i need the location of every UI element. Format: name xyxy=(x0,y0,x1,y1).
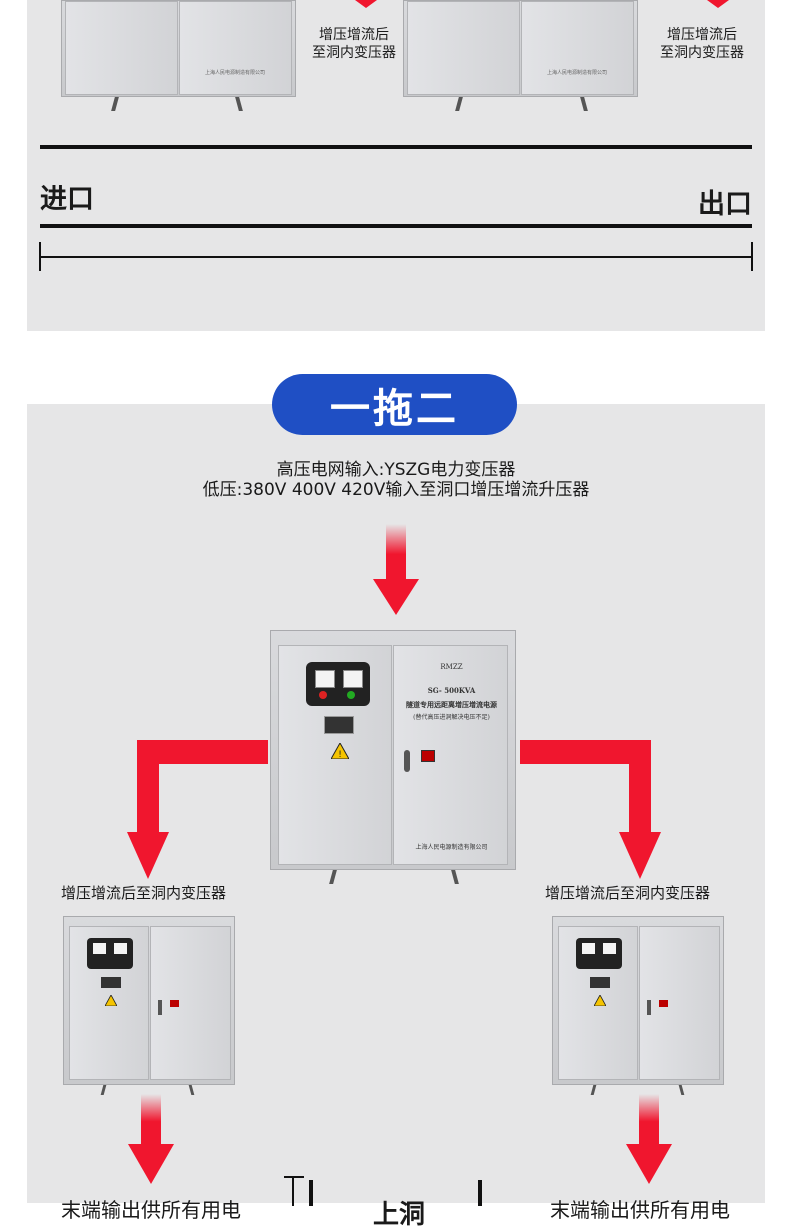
door-handle-icon xyxy=(647,1000,651,1015)
arrow-elbow-icon xyxy=(127,740,268,879)
tunnel-top-line xyxy=(40,145,752,149)
meter-icon xyxy=(582,943,595,954)
cabinet-leg xyxy=(329,870,337,884)
cabinet-left-door: ! xyxy=(278,645,392,865)
intro-line-2: 低压:380V 400V 420V输入至洞口增压增流升压器 xyxy=(202,480,590,500)
bottom-divider-bar xyxy=(292,1176,294,1206)
door-handle-icon xyxy=(158,1000,162,1015)
cabinet-leg xyxy=(455,97,463,111)
section-badge: 一拖二 xyxy=(272,374,517,435)
cabinet-brand: RMZZ xyxy=(440,663,463,671)
bottom-divider-bar xyxy=(309,1180,313,1206)
warning-icon: ! xyxy=(331,743,349,759)
bottom-right-text: 末端输出供所有用电 xyxy=(550,1198,730,1222)
nameplate xyxy=(324,716,354,734)
cabinet-subtitle: (替代高压进洞解决电压不足) xyxy=(413,714,490,721)
cabinet-top-left: 上海人民电源制造有限公司 xyxy=(61,0,296,97)
meter-icon xyxy=(343,670,363,688)
label-entrance: 进口 xyxy=(40,184,94,215)
lock-plate xyxy=(170,1000,179,1007)
nameplate xyxy=(101,977,121,988)
cabinet-leg xyxy=(188,1085,195,1095)
indicator-light-red xyxy=(319,691,327,699)
cabinet-leg xyxy=(100,1085,107,1095)
cabinet-maker-label: 上海人民电源制造有限公司 xyxy=(205,70,266,76)
cabinet-leg xyxy=(590,1085,597,1095)
warning-icon xyxy=(594,995,606,1006)
meter-panel xyxy=(87,938,133,969)
svg-text:!: ! xyxy=(338,750,342,759)
intro-text: 高压电网输入:YSZG电力变压器 低压:380V 400V 420V输入至洞口增… xyxy=(27,460,765,500)
main-panel: 高压电网输入:YSZG电力变压器 低压:380V 400V 420V输入至洞口增… xyxy=(27,404,765,1230)
badge-label: 一拖二 xyxy=(330,385,459,432)
meter-icon xyxy=(93,943,106,954)
lock-plate xyxy=(421,750,435,762)
meter-icon xyxy=(315,670,335,688)
caption-top-right: 增压增流后 至洞内变压器 xyxy=(660,27,744,61)
cabinet-model: SG- 500KVA xyxy=(427,686,476,695)
cabinet-leg xyxy=(451,870,459,884)
tunnel-bottom-line xyxy=(40,224,752,228)
bottom-center-text: 上洞 xyxy=(373,1200,426,1230)
cabinet-leg xyxy=(111,97,119,111)
cabinet-maker-label: 上海人民电源制造有限公司 xyxy=(415,844,488,851)
arrow-down-icon xyxy=(707,0,729,8)
lock-plate xyxy=(659,1000,668,1007)
meter-icon xyxy=(603,943,616,954)
meter-panel xyxy=(306,662,370,706)
dimension-tick-left xyxy=(39,242,41,271)
top-panel: 上海人民电源制造有限公司 增压增流后 至洞内变压器 上海人民电源制造有限公司 增… xyxy=(27,0,765,331)
cabinet-maker-label: 上海人民电源制造有限公司 xyxy=(547,70,608,76)
arrow-down-icon xyxy=(355,0,377,8)
cabinet-leg xyxy=(235,97,243,111)
cabinet-right-door: RMZZ SG- 500KVA 隧道专用远距离增压增流电源 (替代高压进洞解决电… xyxy=(393,645,508,865)
cabinet-leg xyxy=(678,1085,685,1095)
bottom-divider-bar xyxy=(478,1180,482,1206)
indicator-light-green xyxy=(347,691,355,699)
door-handle-icon xyxy=(404,750,410,772)
caption-top-left: 增压增流后 至洞内变压器 xyxy=(312,27,396,61)
arrow-elbow-icon xyxy=(520,740,661,879)
small-cabinet-left xyxy=(63,916,235,1085)
small-cabinet-right xyxy=(552,916,724,1085)
intro-line-1: 高压电网输入:YSZG电力变压器 xyxy=(276,460,516,480)
meter-icon xyxy=(114,943,127,954)
dimension-tick-right xyxy=(751,242,753,271)
label-exit: 出口 xyxy=(698,189,752,220)
bottom-divider-bar xyxy=(284,1176,304,1178)
cabinet-top-right: 上海人民电源制造有限公司 xyxy=(403,0,638,97)
warning-icon xyxy=(105,995,117,1006)
arrow-down-icon xyxy=(128,1094,174,1184)
cabinet-leg xyxy=(580,97,588,111)
cabinet-title: 隧道专用远距离增压增流电源 xyxy=(406,700,497,709)
length-dimension-line xyxy=(40,256,752,258)
main-cabinet: ! RMZZ SG- 500KVA 隧道专用远距离增压增流电源 (替代高压进洞解… xyxy=(270,630,516,870)
caption-right: 增压增流后至洞内变压器 xyxy=(545,884,711,902)
nameplate xyxy=(590,977,610,988)
bottom-left-text: 末端输出供所有用电 xyxy=(61,1198,241,1222)
meter-panel xyxy=(576,938,622,969)
arrow-down-icon xyxy=(626,1094,672,1184)
arrow-down-icon xyxy=(373,524,419,615)
caption-left: 增压增流后至洞内变压器 xyxy=(61,884,227,902)
